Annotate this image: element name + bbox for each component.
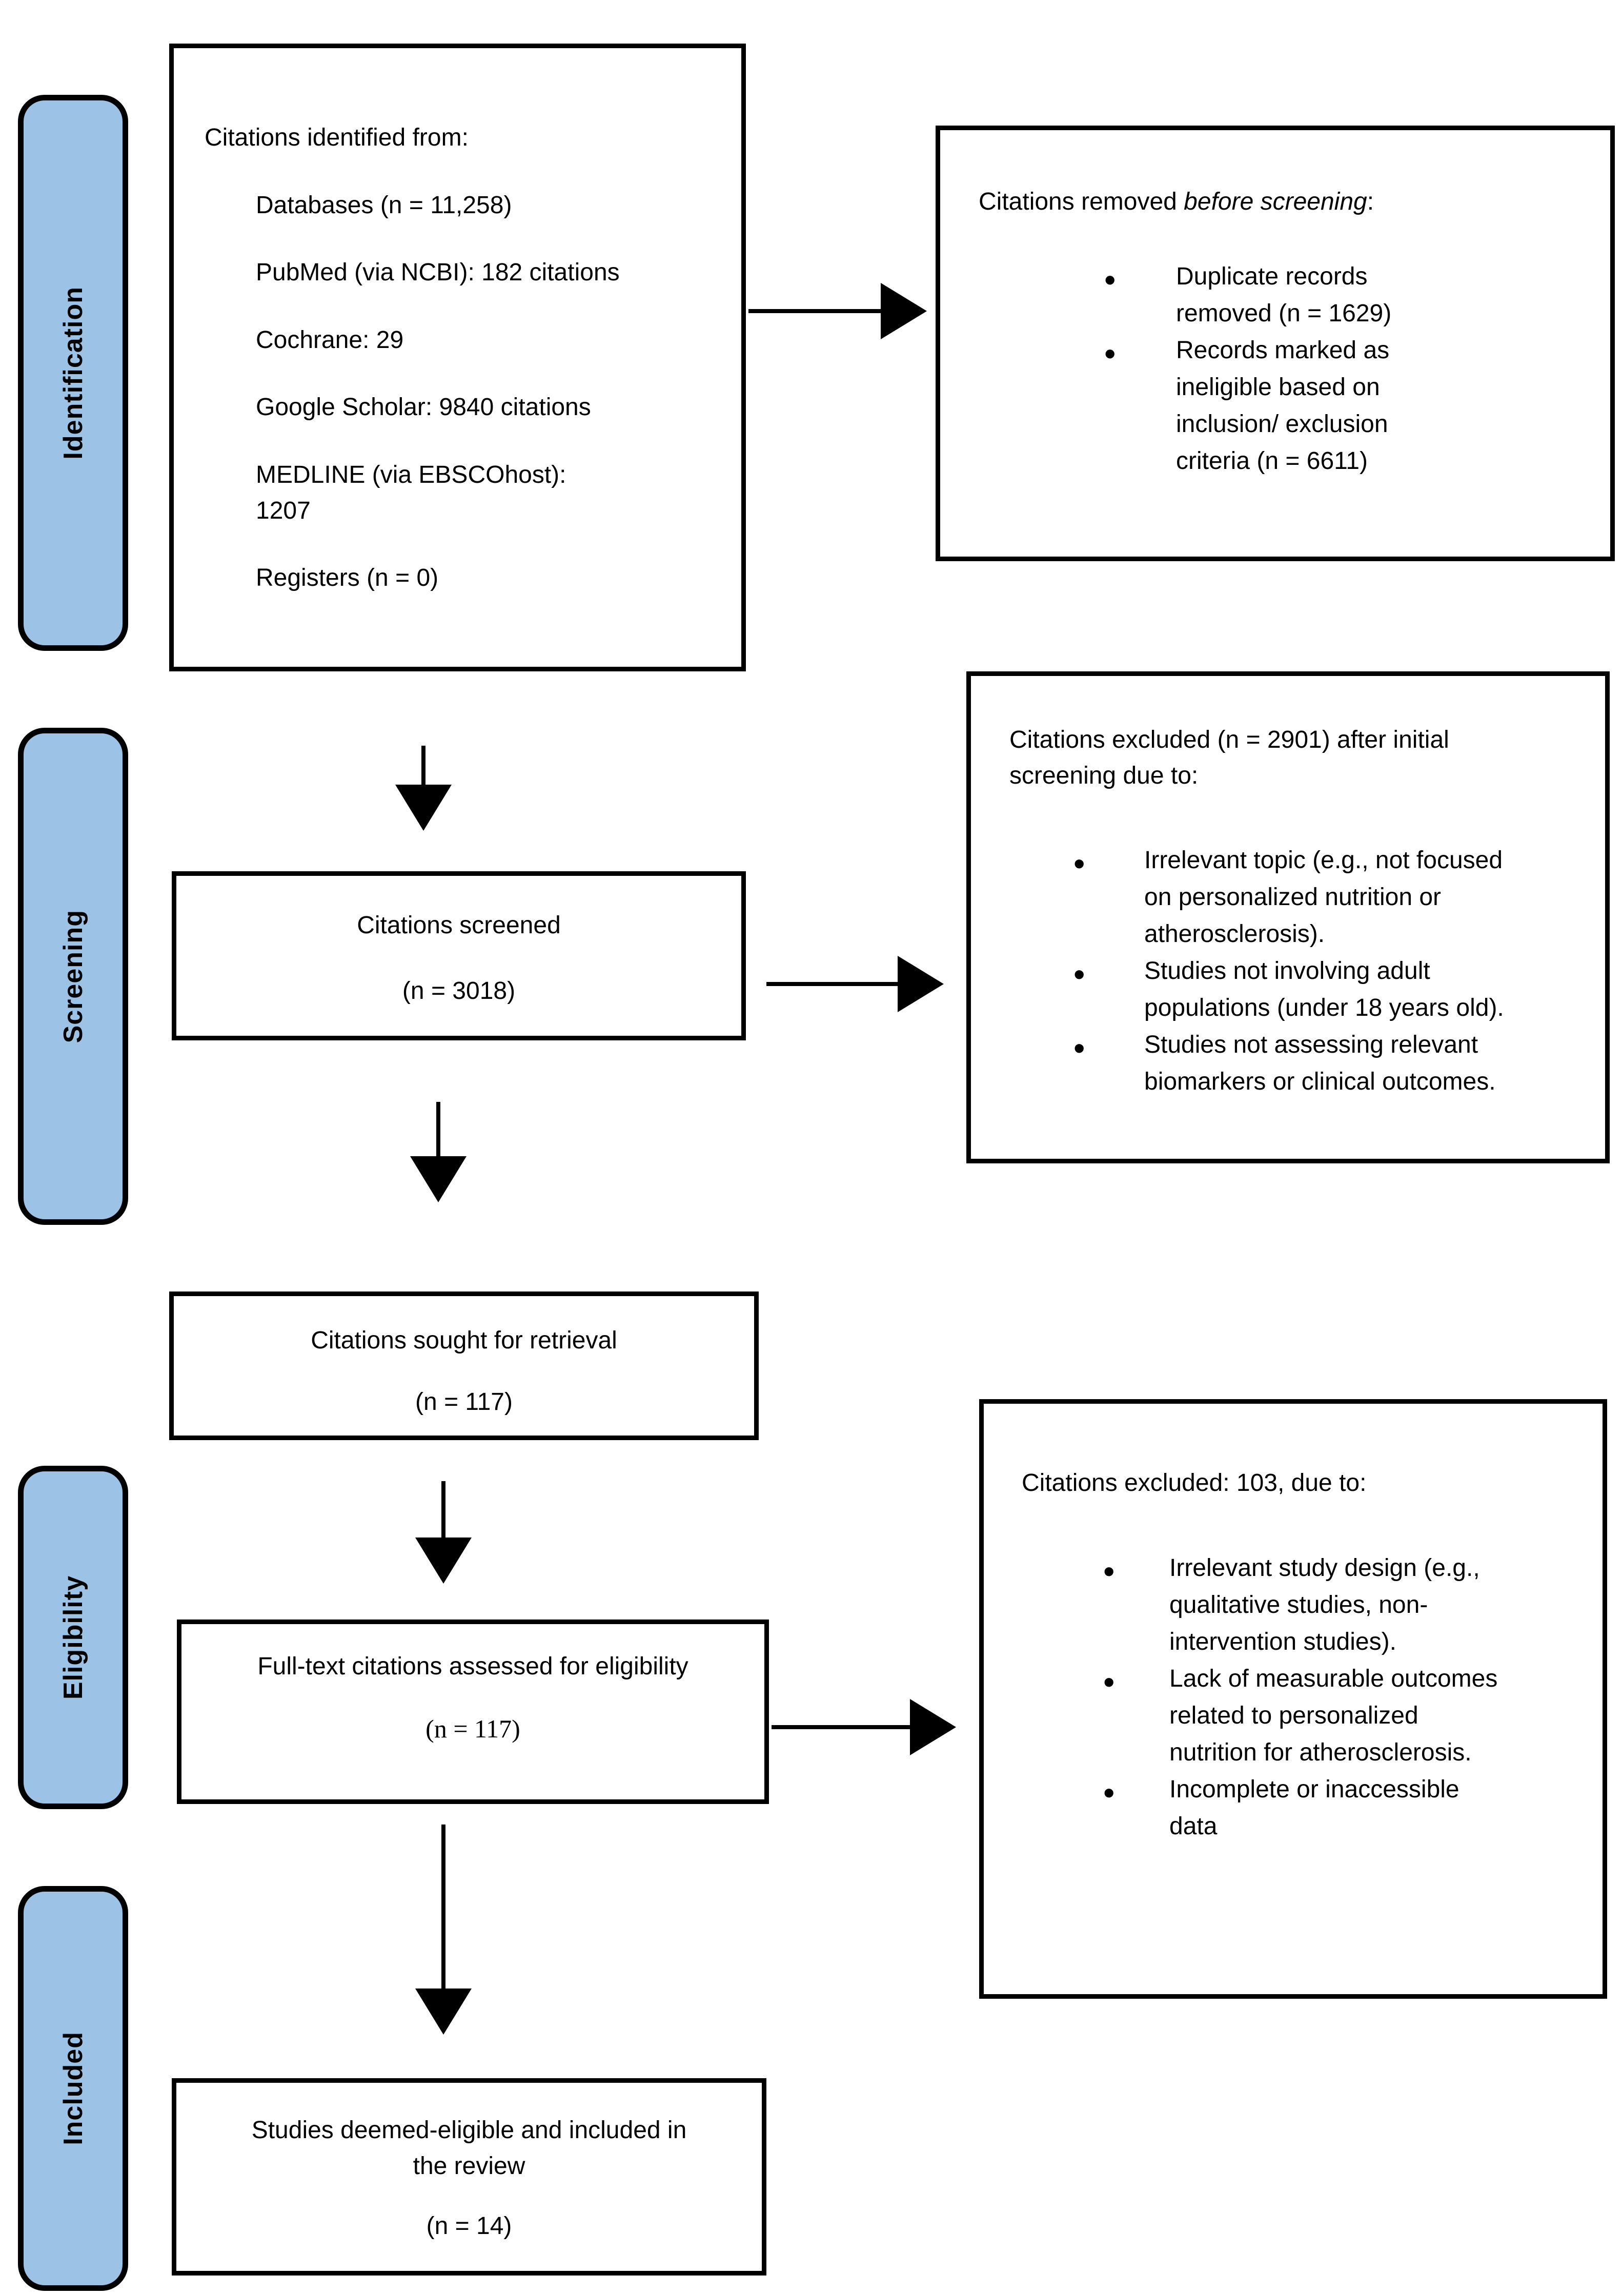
box-removed-title: Citations removed before screening: — [979, 184, 1579, 220]
stage-label-included: Included — [18, 1886, 128, 2291]
excluded-screening-title: Citations excluded (n = 2901) after init… — [1009, 726, 1449, 789]
bullet-irrelevant-study-design: Irrelevant study design (e.g., qualitati… — [1103, 1547, 1498, 1660]
arrow-fulltext-to-excluded-head — [910, 1699, 956, 1755]
stage-label-screening: Screening — [18, 728, 128, 1225]
removed-bullet-list: Duplicate records removed (n = 1629) Rec… — [1104, 255, 1579, 480]
stage-label-identification: Identification — [18, 95, 128, 651]
arrow-screened-to-excluded — [766, 982, 899, 986]
box-citations-removed-before-screening: Citations removed before screening: Dupl… — [936, 126, 1615, 561]
arrow-identified-to-screened-head — [395, 785, 452, 831]
arrow-screened-to-sought-head — [410, 1156, 467, 1202]
stage-label-identification-text: Identification — [58, 286, 88, 460]
bullet-lack-of-measurable-outcomes: Lack of measurable outcomes related to p… — [1103, 1657, 1498, 1771]
bullet-irrelevant-topic: Irrelevant topic (e.g., not focused on p… — [1073, 839, 1504, 953]
removed-title-suffix: : — [1367, 188, 1374, 215]
box-citations-excluded-screening: Citations excluded (n = 2901) after init… — [966, 671, 1610, 1163]
box-citations-screened: Citations screened (n = 3018) — [172, 871, 746, 1040]
arrow-screened-to-excluded-head — [898, 956, 944, 1012]
sought-line1: Citations sought for retrieval — [311, 1327, 617, 1354]
bullet-not-assessing-biomarkers: Studies not assessing relevant biomarker… — [1073, 1023, 1504, 1100]
identified-item-google-scholar: Google Scholar: 9840 citations — [256, 394, 591, 421]
identified-item-registers: Registers (n = 0) — [256, 564, 439, 592]
stage-label-eligibility: Eligibility — [18, 1466, 128, 1809]
arrow-fulltext-to-excluded — [772, 1725, 911, 1729]
box-citations-sought: Citations sought for retrieval (n = 117) — [169, 1292, 759, 1440]
identified-item-pubmed: PubMed (via NCBI): 182 citations — [256, 259, 620, 286]
sought-count: (n = 117) — [415, 1388, 513, 1416]
arrow-fulltext-to-included — [441, 1824, 445, 1990]
stage-label-screening-text: Screening — [58, 909, 88, 1043]
arrow-screened-to-sought — [436, 1102, 440, 1157]
arrow-fulltext-to-included-head — [415, 1988, 472, 2035]
arrow-sought-to-fulltext-head — [415, 1537, 472, 1584]
bullet-ineligible-records: Records marked as ineligible based on in… — [1104, 329, 1437, 480]
box-studies-included: Studies deemed-eligible and included in … — [172, 2078, 766, 2276]
screened-line1: Citations screened — [357, 912, 561, 939]
stage-label-eligibility-text: Eligibility — [58, 1575, 88, 1700]
box-citations-identified-title: Citations identified from: — [205, 124, 469, 151]
arrow-identified-to-removed-head — [881, 283, 927, 339]
bullet-not-adult-populations: Studies not involving adult populations … — [1073, 950, 1504, 1027]
included-count: (n = 14) — [426, 2212, 512, 2240]
bullet-duplicate-records: Duplicate records removed (n = 1629) — [1104, 255, 1437, 332]
fulltext-line1: Full-text citations assessed for eligibi… — [257, 1653, 688, 1680]
identified-item-databases: Databases (n = 11,258) — [256, 191, 512, 219]
excluded-screening-bullet-list: Irrelevant topic (e.g., not focused on p… — [1073, 839, 1577, 1100]
included-line1: Studies deemed-eligible and included in … — [251, 2117, 687, 2180]
screened-count: (n = 3018) — [402, 977, 516, 1004]
fulltext-count: (n = 117) — [425, 1714, 520, 1743]
excluded-eligibility-title: Citations excluded: 103, due to: — [1022, 1469, 1367, 1496]
arrow-identified-to-removed — [748, 309, 882, 313]
identified-item-cochrane: Cochrane: 29 — [256, 326, 404, 354]
box-fulltext-assessed: Full-text citations assessed for eligibi… — [177, 1619, 769, 1804]
box-citations-excluded-eligibility: Citations excluded: 103, due to: Irrelev… — [979, 1399, 1607, 1999]
arrow-sought-to-fulltext — [441, 1481, 445, 1539]
identified-item-medline: MEDLINE (via EBSCOhost): 1207 — [256, 461, 566, 524]
excluded-eligibility-bullet-list: Irrelevant study design (e.g., qualitati… — [1103, 1547, 1574, 1845]
arrow-identified-to-screened — [421, 746, 425, 786]
bullet-incomplete-data: Incomplete or inaccessible data — [1103, 1768, 1498, 1845]
box-citations-identified: Citations identified from: Databases (n … — [169, 44, 746, 671]
removed-title-prefix: Citations removed — [979, 188, 1184, 215]
removed-title-italic: before screening — [1184, 188, 1367, 215]
stage-label-included-text: Included — [58, 2032, 88, 2145]
